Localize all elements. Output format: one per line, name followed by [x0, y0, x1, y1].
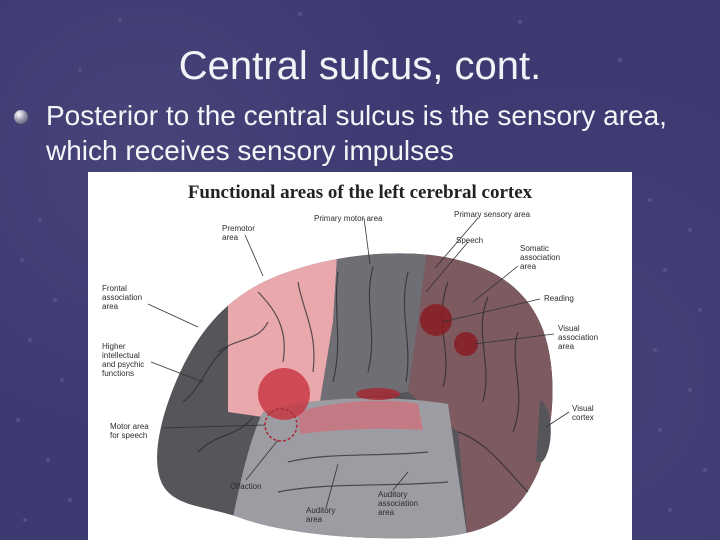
label-higher-intellectual-functions: Higher intellectual and psychic function…	[102, 342, 145, 378]
bullet-sphere-icon	[14, 110, 28, 124]
brain-illustration	[147, 217, 570, 539]
bullet-text: Posterior to the central sulcus is the s…	[46, 100, 667, 166]
label-primary-sensory-area: Primary sensory area	[454, 210, 531, 219]
label-primary-motor-area: Primary motor area	[314, 214, 383, 223]
label-premotor-area: Premotor area	[222, 224, 255, 242]
label-speech: Speech	[456, 236, 484, 245]
label-motor-area-for-speech: Motor area for speech	[110, 422, 149, 440]
label-visual-cortex: Visual cortex	[572, 404, 594, 422]
label-olfaction: Olfaction	[230, 482, 262, 491]
label-visual-association-area: Visual association area	[558, 324, 599, 351]
label-frontal-association-area: Frontal association area	[102, 284, 143, 311]
slide-title: Central sulcus, cont.	[178, 44, 542, 88]
brain-diagram: Functional areas of the left cerebral co…	[88, 172, 632, 540]
label-reading: Reading	[544, 294, 574, 303]
label-somatic-association-area: Somatic association area	[520, 244, 561, 271]
label-auditory-association-area: Auditory association area	[378, 490, 419, 517]
label-auditory-area: Auditory area	[306, 506, 336, 524]
figure-title: Functional areas of the left cerebral co…	[187, 182, 533, 203]
